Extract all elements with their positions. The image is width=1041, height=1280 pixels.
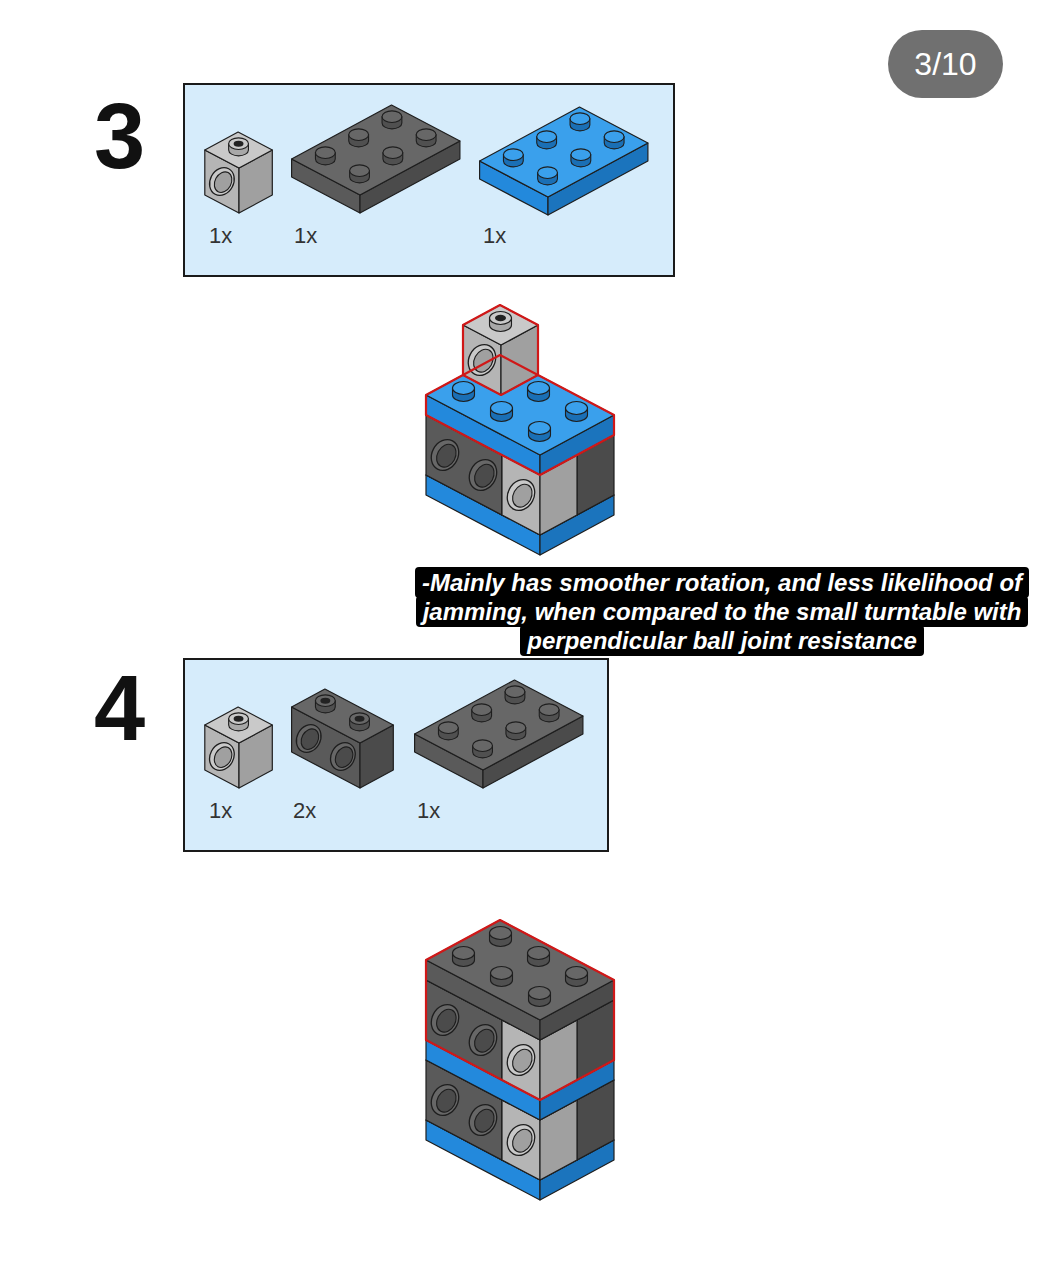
- stud-top: [503, 149, 523, 161]
- stud-top: [453, 382, 475, 395]
- page-badge: 3/10: [888, 30, 1003, 98]
- brick-top-face: [205, 132, 272, 168]
- stud-top: [490, 312, 512, 325]
- stud-top: [491, 402, 513, 415]
- pin-hole: [292, 720, 326, 756]
- stud-hollow: [234, 716, 244, 722]
- stud-top: [528, 382, 550, 395]
- stud-top: [570, 113, 590, 125]
- part-quantity: 1x: [417, 798, 440, 824]
- stud-top: [506, 722, 526, 734]
- pin-hole-inner: [211, 744, 235, 771]
- stud-top: [604, 131, 624, 143]
- brick-top-face: [426, 920, 614, 1020]
- pin-hole: [502, 1040, 540, 1080]
- pin-hole: [426, 1000, 464, 1040]
- part-quantity: 2x: [293, 798, 316, 824]
- new-part-highlight: [426, 920, 614, 1100]
- pin-hole-inner: [471, 1026, 498, 1056]
- note-text: -Mainly has smoother rotation, and less …: [415, 567, 1029, 656]
- stud-hollow: [320, 698, 330, 704]
- pin-hole: [205, 163, 239, 199]
- pin-hole: [464, 1020, 502, 1060]
- pin-hole: [464, 455, 502, 495]
- stud-top: [350, 165, 370, 177]
- stud-top: [566, 402, 588, 415]
- pin-hole: [502, 475, 540, 515]
- stud-top: [350, 713, 370, 725]
- stud-top: [491, 967, 513, 980]
- pin-hole-inner: [211, 169, 235, 196]
- stud-top: [473, 740, 493, 752]
- pin-hole-inner: [471, 461, 498, 491]
- brick-top-face: [463, 305, 538, 345]
- parts-panel-fill: [184, 659, 608, 851]
- stud-top: [528, 947, 550, 960]
- brick-top-face: [415, 680, 583, 770]
- stud-top: [453, 947, 475, 960]
- pin-hole-inner: [509, 481, 536, 511]
- pin-hole: [426, 1080, 464, 1120]
- step-number: 3: [94, 90, 145, 182]
- stud-hollow: [495, 315, 506, 322]
- pin-hole-inner: [471, 1106, 498, 1136]
- pin-hole: [463, 340, 501, 380]
- stud-top: [315, 695, 335, 707]
- part-quantity: 1x: [294, 223, 317, 249]
- stud-top: [349, 129, 369, 141]
- stud-hollow: [234, 141, 244, 147]
- page-number: 3/10: [914, 46, 976, 83]
- pin-hole-inner: [433, 1006, 460, 1036]
- new-part-highlight: [426, 355, 614, 475]
- stud-top: [229, 138, 249, 150]
- stud-top: [566, 967, 588, 980]
- brick-top-face: [205, 707, 272, 743]
- step-number: 4: [94, 662, 145, 754]
- part-quantity: 1x: [483, 223, 506, 249]
- stud-hollow: [355, 716, 365, 722]
- stud-top: [571, 149, 591, 161]
- stud-top: [537, 131, 557, 143]
- part-quantity: 1x: [209, 798, 232, 824]
- pin-hole-inner: [332, 744, 356, 771]
- stud-top: [382, 111, 402, 123]
- pin-hole-inner: [433, 1086, 460, 1116]
- parts-list-box: 1x 1x 1x: [183, 83, 675, 277]
- stud-top: [416, 129, 436, 141]
- pin-hole: [326, 738, 360, 774]
- pin-hole-inner: [470, 346, 497, 376]
- pin-hole-inner: [298, 726, 322, 753]
- stud-top: [438, 722, 458, 734]
- pin-hole: [502, 1120, 540, 1160]
- pin-hole: [205, 738, 239, 774]
- pin-hole-inner: [509, 1126, 536, 1156]
- part-quantity: 1x: [209, 223, 232, 249]
- brick-top-face: [292, 105, 460, 195]
- parts-list-box: 1x 2x 1x: [183, 658, 609, 852]
- stud-top: [315, 147, 335, 159]
- new-part-highlight: [463, 305, 538, 395]
- pin-hole: [464, 1100, 502, 1140]
- stud-top: [229, 713, 249, 725]
- pin-hole-inner: [433, 441, 460, 471]
- stud-top: [383, 147, 403, 159]
- brick-top-face: [480, 107, 648, 197]
- pin-hole: [426, 435, 464, 475]
- pin-hole-inner: [509, 1046, 536, 1076]
- parts-panel-fill: [184, 84, 674, 276]
- stud-top: [529, 987, 551, 1000]
- stud-top: [538, 167, 558, 179]
- stud-top: [505, 686, 525, 698]
- note-callout: -Mainly has smoother rotation, and less …: [411, 568, 1033, 655]
- stud-top: [539, 704, 559, 716]
- stud-top: [490, 927, 512, 940]
- stud-top: [472, 704, 492, 716]
- stud-top: [529, 422, 551, 435]
